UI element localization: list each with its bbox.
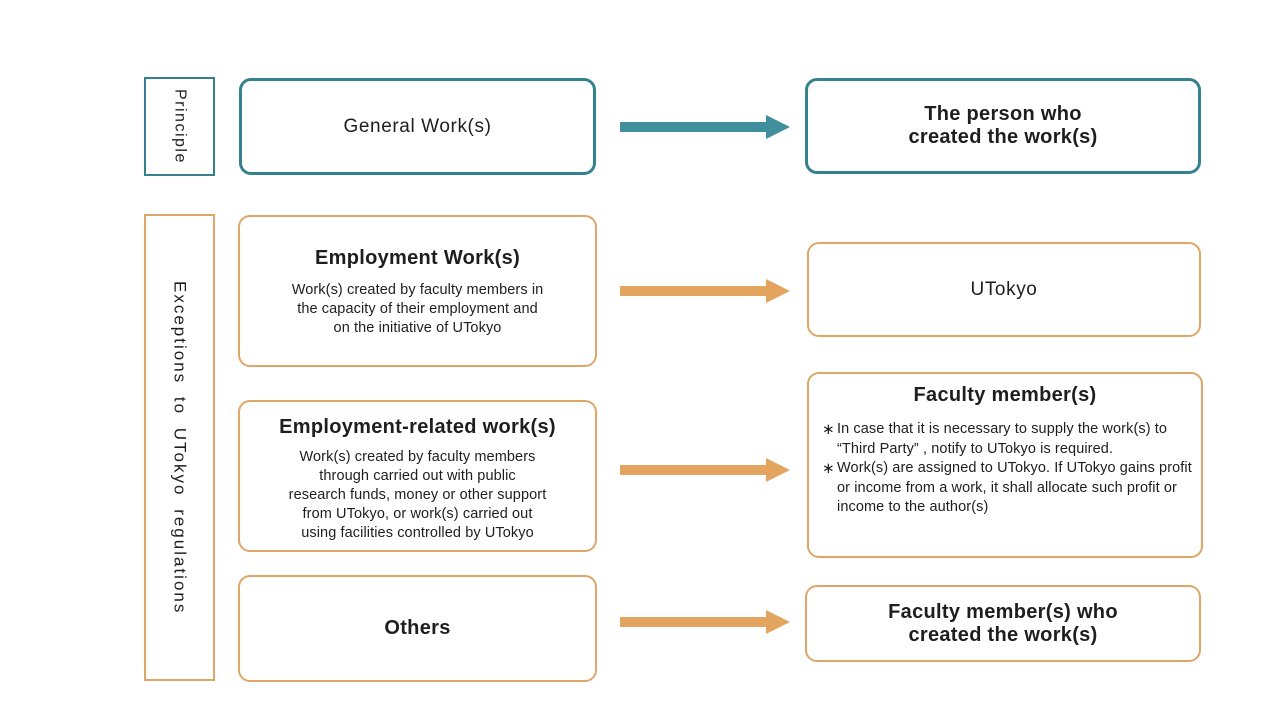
faculty-who-created-title: Faculty member(s) who created the work(s… (888, 600, 1118, 646)
faculty-who-created-box: Faculty member(s) who created the work(s… (805, 585, 1201, 662)
principle-section-label-box: Principle (144, 77, 215, 176)
exceptions-section-label-box: Exceptions to UTokyo regulations (144, 214, 215, 681)
faculty-note-1-text: In case that it is necessary to supply t… (837, 421, 1168, 457)
utokyo-title: UTokyo (970, 278, 1038, 300)
employment-related-box: Employment-related work(s) Work(s) creat… (238, 400, 597, 552)
exceptions-section-label: Exceptions to UTokyo regulations (170, 280, 190, 615)
faculty-note-2: ∗ Work(s) are assigned to UTokyo. If UTo… (822, 459, 1193, 518)
employment-works-description: Work(s) created by faculty members in th… (291, 282, 544, 336)
arrow-general-to-person-icon (620, 115, 790, 139)
faculty-members-box: Faculty member(s) ∗ In case that it is n… (807, 372, 1203, 558)
arrow-others-to-faculty-who-icon (620, 610, 790, 634)
principle-section-label: Principle (171, 89, 189, 164)
employment-related-description: Work(s) created by faculty members throu… (288, 449, 547, 541)
faculty-note-1: ∗ In case that it is necessary to supply… (822, 420, 1193, 459)
person-created-box: The person who created the work(s) (805, 78, 1201, 174)
utokyo-box: UTokyo (807, 242, 1201, 337)
others-box: Others (238, 575, 597, 682)
employment-works-title: Employment Work(s) (314, 247, 521, 269)
arrow-employment-to-utokyo-icon (620, 279, 790, 303)
faculty-note-2-text: Work(s) are assigned to UTokyo. If UToky… (837, 460, 1192, 515)
asterisk-bullet-icon: ∗ (822, 421, 835, 438)
asterisk-bullet-icon: ∗ (822, 460, 835, 477)
faculty-members-title: Faculty member(s) (913, 384, 1097, 406)
general-works-box: General Work(s) (239, 78, 596, 175)
arrow-emprel-to-faculty-icon (620, 458, 790, 482)
person-created-title: The person who created the work(s) (908, 103, 1098, 148)
employment-works-box: Employment Work(s) Work(s) created by fa… (238, 215, 597, 367)
employment-related-title: Employment-related work(s) (279, 416, 556, 438)
general-works-title: General Work(s) (343, 115, 492, 137)
others-title: Others (384, 617, 451, 639)
faculty-members-notes: ∗ In case that it is necessary to supply… (809, 420, 1201, 518)
